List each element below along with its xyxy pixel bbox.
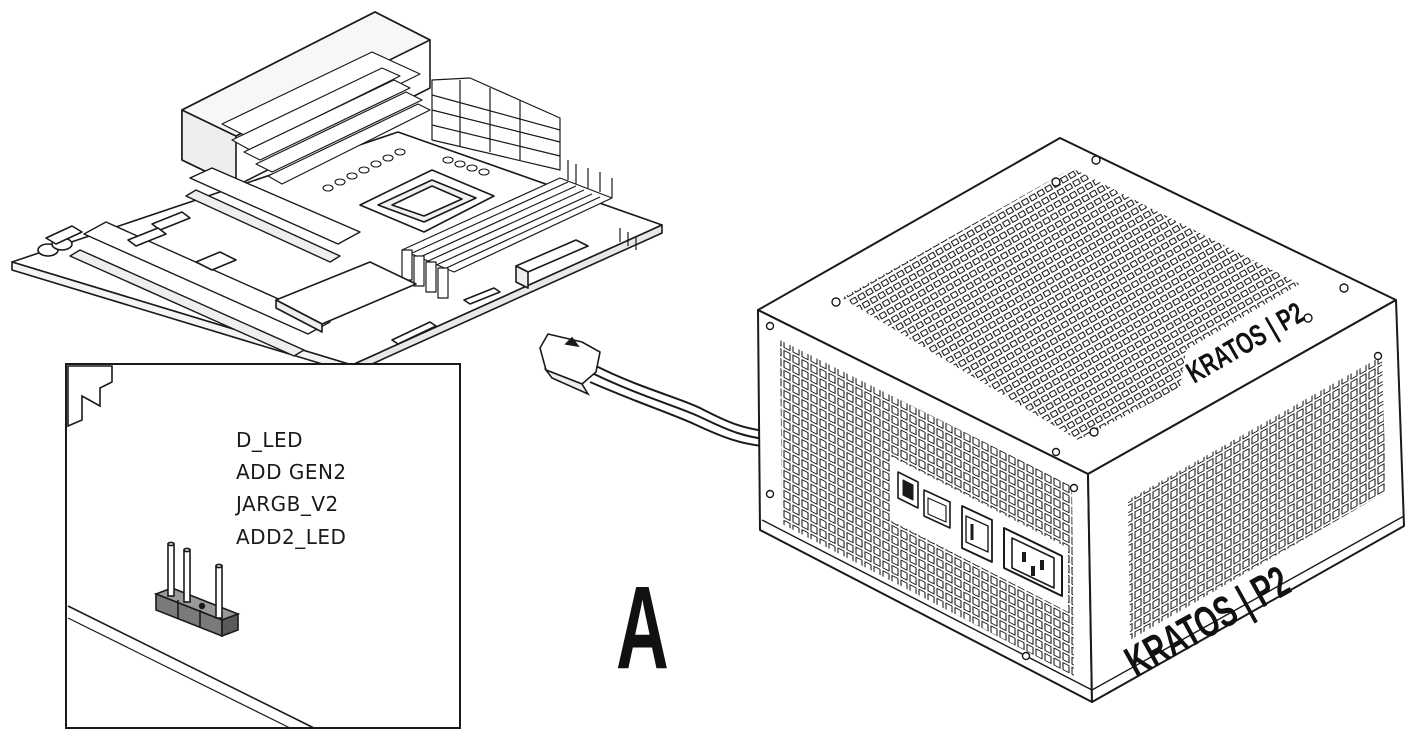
motherboard-icon [11, 11, 663, 374]
argb-connector-cable-icon [539, 333, 777, 448]
inset-label-add-gen2: ADD GEN2 [236, 460, 347, 484]
argb-header-pins-icon [153, 541, 241, 638]
inset-label-add2-led: ADD2_LED [236, 525, 346, 549]
step-letter: A [616, 561, 669, 693]
header-detail-inset: D_LED ADD GEN2 JARGB_V2 ADD2_LED [65, 363, 461, 729]
inset-label-jargb-v2: JARGB_V2 [234, 492, 339, 516]
inset-label-d-led: D_LED [236, 428, 303, 452]
power-supply-unit-icon [757, 137, 1405, 703]
